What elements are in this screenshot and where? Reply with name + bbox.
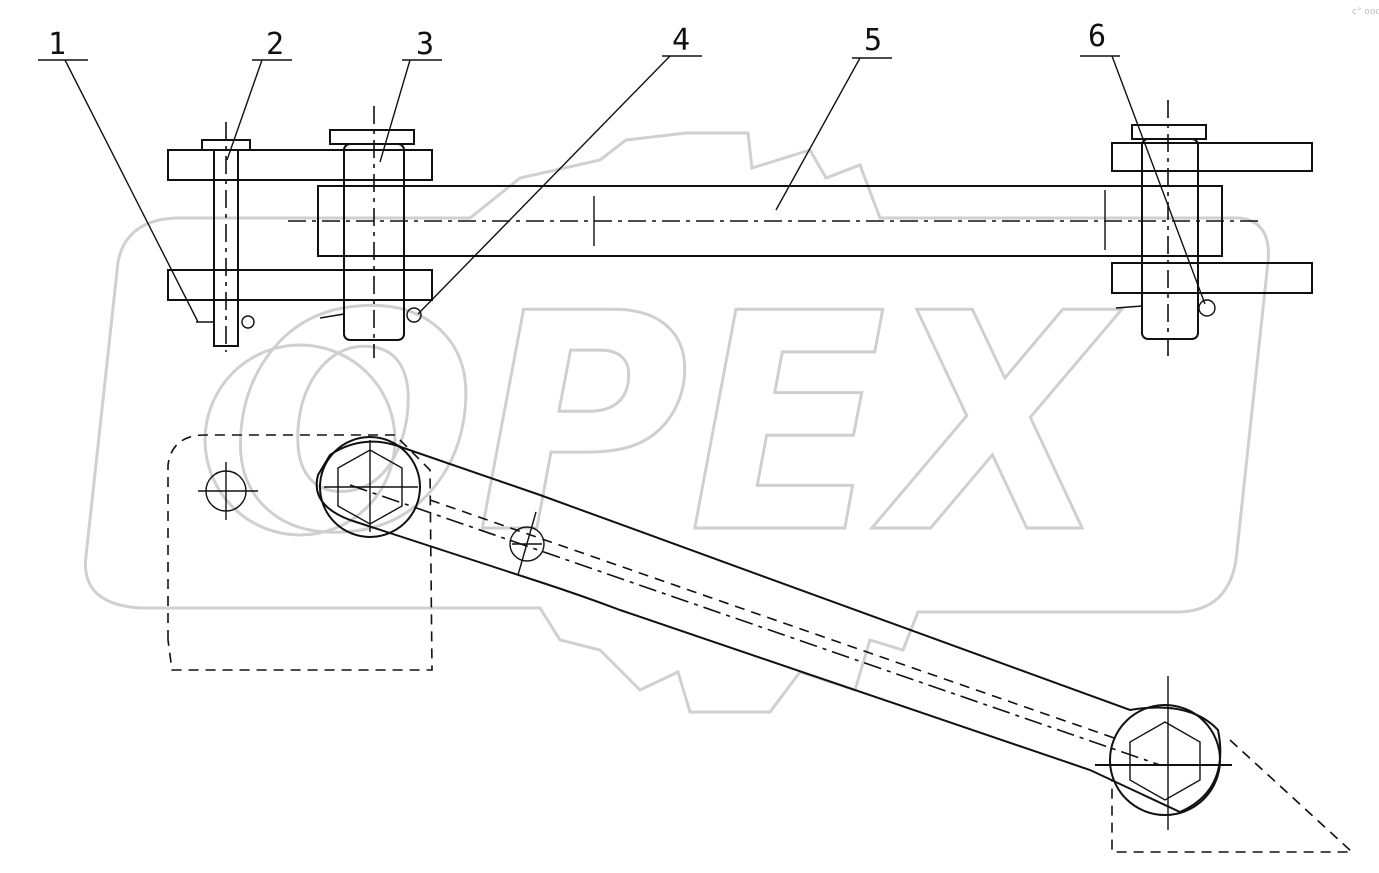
large-pin-clip bbox=[319, 313, 345, 319]
upper-assembly bbox=[167, 100, 1313, 358]
watermark-circle bbox=[203, 343, 397, 537]
large-pin-cotter bbox=[406, 307, 422, 323]
lower-assembly bbox=[167, 434, 1355, 853]
watermark: OPEX bbox=[83, 131, 1270, 714]
callout-5: 5 bbox=[864, 23, 882, 58]
right-pin-cotter bbox=[1198, 299, 1216, 317]
lever-arm-hidden bbox=[429, 499, 1121, 741]
large-pin-head bbox=[329, 129, 415, 145]
callout-3: 3 bbox=[416, 27, 434, 62]
callout-2: 2 bbox=[266, 27, 284, 62]
right-lug-top bbox=[1111, 142, 1313, 172]
right-lug-bottom bbox=[1111, 262, 1313, 294]
callout-6-leader bbox=[1111, 55, 1206, 305]
left-boss bbox=[319, 436, 421, 538]
callout-3-leader bbox=[379, 59, 411, 163]
callout-1-leader bbox=[64, 59, 199, 323]
mid-hole bbox=[509, 526, 545, 562]
callout-5-leader bbox=[775, 57, 861, 211]
watermark-text: OPEX bbox=[230, 250, 1122, 599]
right-pin-clip bbox=[1115, 305, 1143, 309]
callout-4: 4 bbox=[672, 23, 690, 58]
lever-arm-centerline bbox=[349, 484, 1161, 766]
right-boss bbox=[1109, 704, 1221, 816]
corner-mark: c° ooo bbox=[1352, 7, 1379, 17]
right-pin-head bbox=[1131, 124, 1207, 140]
right-boss-hex bbox=[1129, 721, 1201, 801]
callout-2-leader bbox=[226, 59, 263, 161]
callout-6: 6 bbox=[1088, 19, 1106, 54]
mid-hole-v bbox=[517, 511, 537, 576]
upper-lug-bottom bbox=[167, 269, 433, 301]
right-pin-shank bbox=[1141, 138, 1199, 340]
callout-4-leader bbox=[417, 55, 671, 315]
callout-1: 1 bbox=[48, 27, 66, 62]
upper-lug-top bbox=[167, 149, 433, 181]
lever-arm bbox=[315, 440, 1222, 814]
small-pin-cotter bbox=[241, 315, 255, 329]
callouts: 1 2 3 4 5 6 bbox=[38, 19, 1206, 323]
left-bracket bbox=[167, 434, 433, 671]
watermark-gear-outline bbox=[83, 131, 1270, 714]
